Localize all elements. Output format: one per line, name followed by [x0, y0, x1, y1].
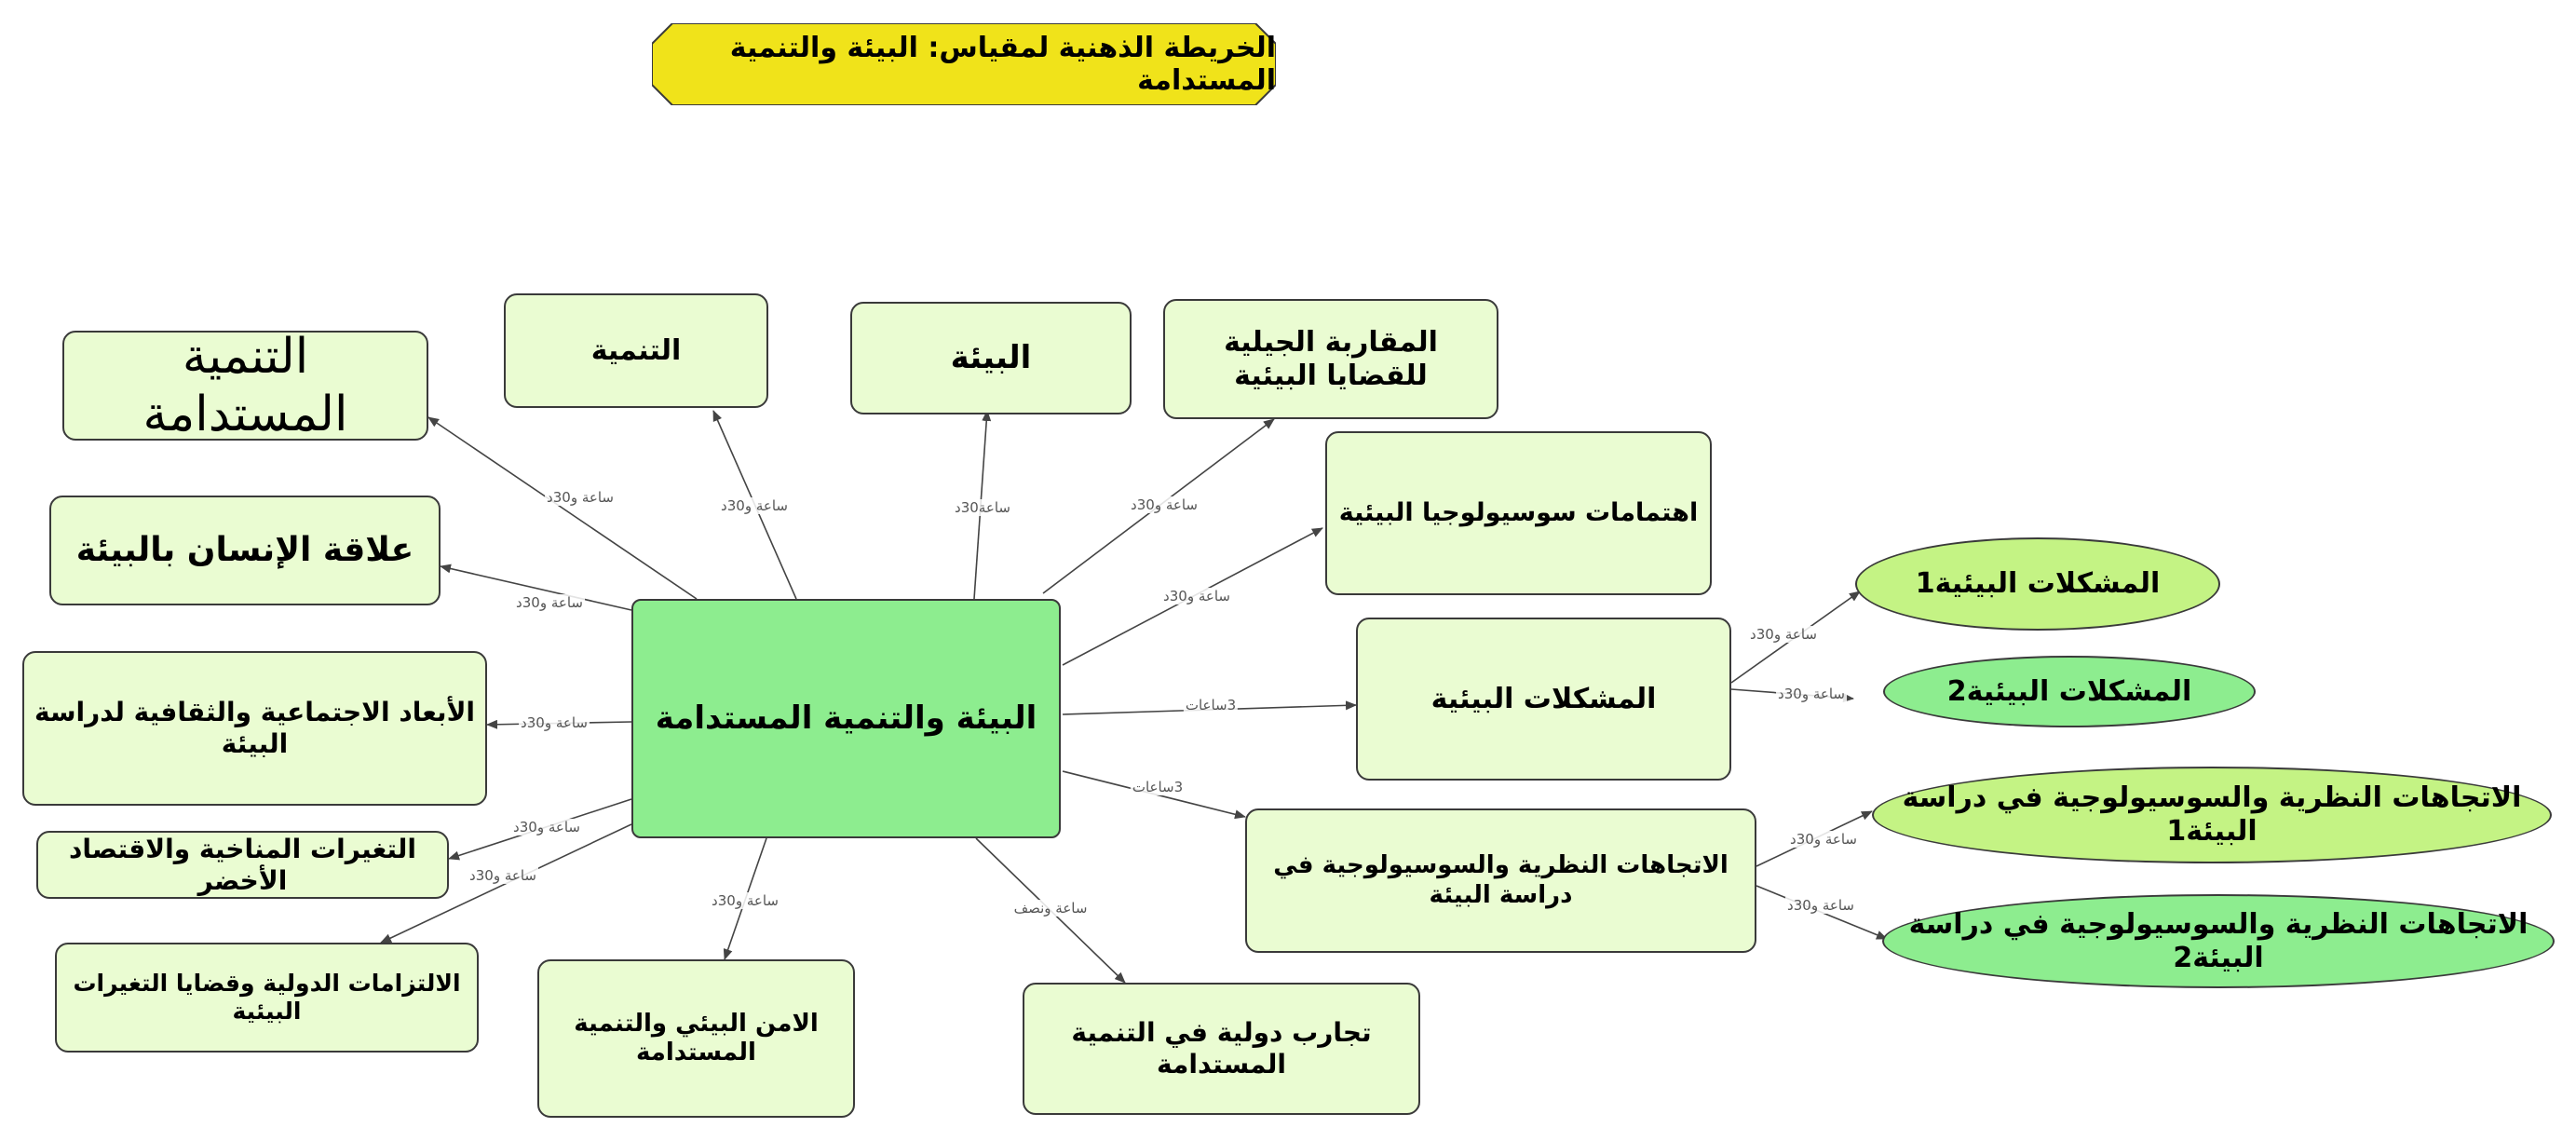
edge-label-center-n11: ساعة و30د: [468, 867, 538, 884]
node-international-commitments[interactable]: الالتزامات الدولية وقضايا التغيرات البيئ…: [55, 943, 479, 1053]
edge-label-center-n8: 3ساعات: [1183, 697, 1239, 713]
edge-label-center-n1: ساعة و30د: [545, 489, 616, 506]
node-sustainable-development[interactable]: التنمية المستدامة: [62, 329, 428, 442]
node-environmental-sociology-interests[interactable]: اهتمامات سوسيولوجيا البيئية: [1325, 431, 1712, 595]
edge-center-n5: [440, 564, 632, 611]
subnode-theories-1[interactable]: الاتجاهات النظرية والسوسيولوجية في دراسة…: [1872, 767, 2552, 863]
map-title: الخريطة الذهنية لمقياس: البيئة والتنمية …: [652, 23, 1276, 105]
node-social-cultural-dimensions[interactable]: الأبعاد الاجتماعية والثقافية لدراسة البي…: [22, 651, 487, 806]
subnode-theories-2[interactable]: الاتجاهات النظرية والسوسيولوجية في دراسة…: [1882, 894, 2555, 988]
subnode-problems-1[interactable]: المشكلات البيئية1: [1855, 537, 2220, 631]
edge-label-center-n7: ساعة و30د: [519, 714, 590, 731]
title-text: الخريطة الذهنية لمقياس: البيئة والتنمية …: [729, 32, 1276, 97]
edge-label-n8-s1: ساعة و30د: [1748, 626, 1819, 643]
edge-label-center-n12: ساعة و30د: [710, 892, 780, 909]
node-generational-approach[interactable]: المقاربة الجيلية للقضايا البيئية: [1163, 299, 1498, 419]
node-theoretical-approaches[interactable]: الاتجاهات النظرية والسوسيولوجية في دراسة…: [1245, 808, 1756, 953]
edge-label-center-n5: ساعة و30د: [514, 594, 585, 611]
node-environmental-security[interactable]: الامن البيئي والتنمية المستدامة: [537, 959, 855, 1118]
node-human-environment-relation[interactable]: علاقة الإنسان بالبيئة: [49, 496, 441, 605]
edge-label-center-n13: ساعة ونصف: [1011, 900, 1090, 917]
node-climate-change-green-economy[interactable]: التغيرات المناخية والاقتصاد الأخضر: [36, 831, 449, 899]
node-environmental-problems[interactable]: المشكلات البيئية: [1356, 618, 1731, 781]
center-node[interactable]: البيئة والتنمية المستدامة: [631, 599, 1061, 838]
node-environment[interactable]: البيئة: [850, 302, 1132, 414]
subnode-problems-2[interactable]: المشكلات البيئية2: [1883, 656, 2256, 727]
title-octagon-shape: [652, 23, 1276, 105]
edge-label-n8-s2: ساعة و30د: [1776, 686, 1847, 702]
edge-label-center-n10: 3ساعات: [1130, 779, 1186, 795]
edge-label-n10-s4: ساعة و30د: [1785, 897, 1856, 914]
edge-center-n1: [427, 416, 698, 600]
node-development[interactable]: التنمية: [504, 293, 768, 408]
edge-label-center-n2: ساعة و30د: [719, 497, 790, 514]
edge-label-center-n3: ساعة30د: [953, 499, 1012, 516]
edge-label-center-n4: ساعة و30د: [1129, 496, 1200, 513]
edge-label-n10-s3: ساعة و30د: [1788, 831, 1859, 848]
node-international-experiences[interactable]: تجارب دولية في التنمية المستدامة: [1023, 983, 1420, 1115]
edge-label-center-n9: ساعة و30د: [511, 819, 582, 835]
edge-label-center-n6: ساعة و30د: [1161, 588, 1232, 604]
